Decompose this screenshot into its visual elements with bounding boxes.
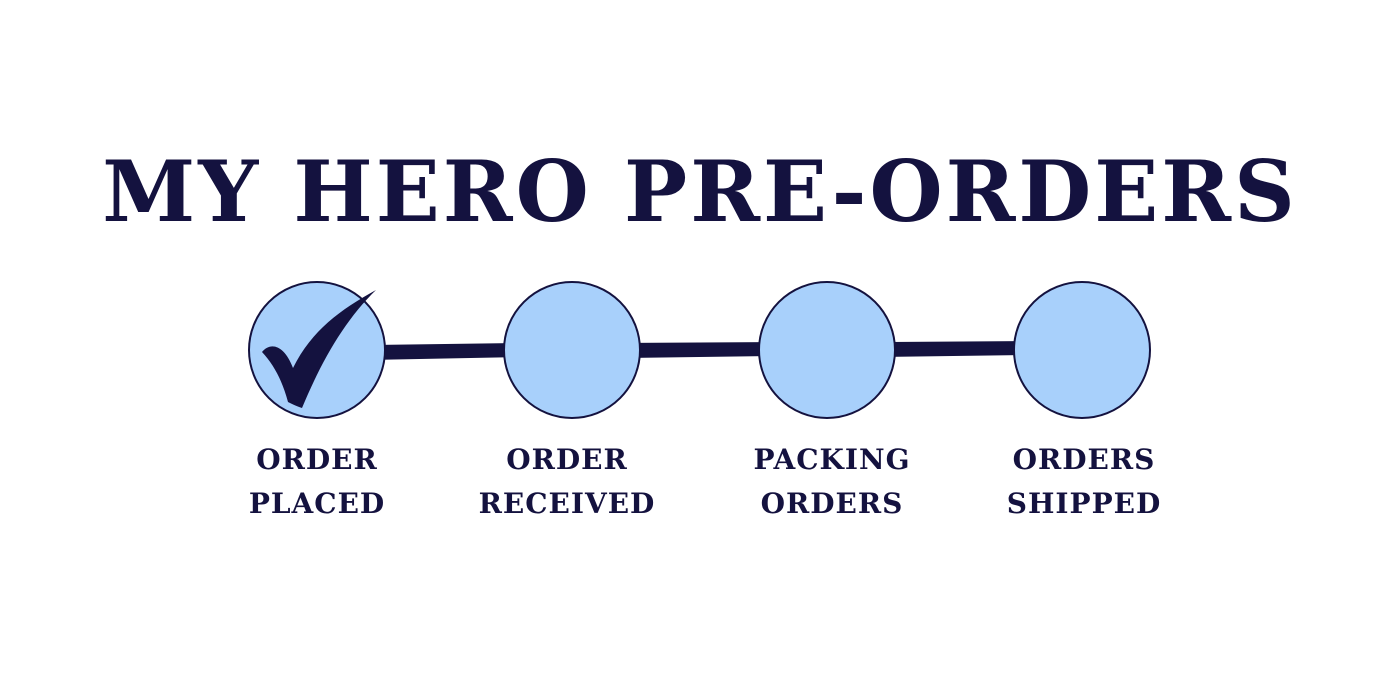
connector-line-2-3 <box>625 342 775 358</box>
step-circle-2 <box>503 281 641 419</box>
connector-line-3-4 <box>880 341 1030 357</box>
connector-lines <box>370 341 1030 360</box>
step-label-order-placed: ORDER PLACED <box>248 443 386 520</box>
step-label-order-received: ORDER RECEIVED <box>478 443 656 520</box>
step-circle-3 <box>758 281 896 419</box>
step-label-orders-shipped: ORDERS SHIPPED <box>1006 443 1162 520</box>
connector-line-1-2 <box>370 343 520 360</box>
page-title: MY HERO PRE-ORDERS <box>102 142 1298 241</box>
step-label-packing-orders: PACKING ORDERS <box>753 443 911 520</box>
step-circle-4 <box>1013 281 1151 419</box>
checkmark-icon <box>262 290 376 408</box>
